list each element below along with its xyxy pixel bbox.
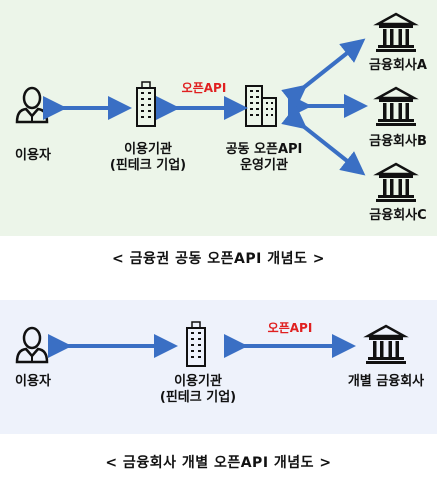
bank-a-label: 금융회사A [369,58,427,73]
shared-openapi-caption: < 금융권 공동 오픈API 개념도 > [112,251,325,267]
user-label: 이용자 [15,148,51,163]
bank-c-icon [374,162,418,204]
bank-a-icon [374,12,418,54]
bank-icon-2 [364,324,408,366]
operator-label-line1: 공동 오픈API [225,142,303,157]
user-icon-2 [15,326,49,364]
bank-c-label: 금융회사C [369,208,427,223]
institution-label-line2: (핀테크 기업) [109,158,187,173]
institution-label-line1: 이용기관 [124,142,172,157]
operator-bank-a-arrow [281,38,366,109]
operator-label-line2: 운영기관 [240,158,288,173]
institution-label-2-line2: (핀테크 기업) [159,390,237,405]
user-icon [15,86,49,124]
institution-label-2-line1: 이용기관 [174,374,222,389]
institution-building-icon-2 [186,321,206,367]
institution-building-icon [136,81,156,127]
openapi-tag: 오픈API [181,81,227,95]
individual-openapi-panel [0,300,437,434]
individual-bank-label: 개별 금융회사 [347,374,425,389]
openapi-tag-2: 오픈API [267,321,313,335]
operator-bank-c-arrow [281,105,366,176]
bank-b-label: 금융회사B [369,134,427,149]
operator-building-icon [245,85,277,127]
user-label-2: 이용자 [15,374,51,389]
individual-openapi-caption: < 금융회사 개별 오픈API 개념도 > [105,455,332,471]
bank-b-icon [374,86,418,128]
